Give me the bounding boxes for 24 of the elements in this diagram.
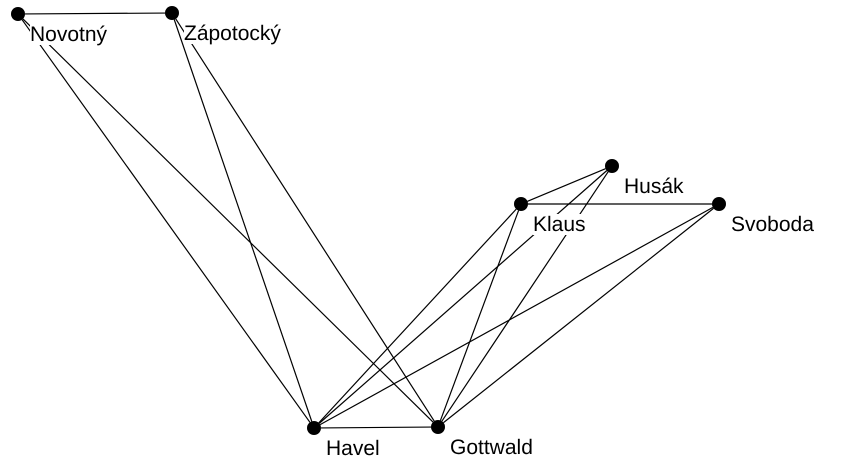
vertex-label: Klaus — [533, 214, 586, 235]
vertex-dot — [712, 197, 726, 211]
connector-line — [320, 206, 714, 426]
connector-line — [528, 203, 712, 205]
vertex-dot — [165, 6, 179, 20]
vertex-dot — [431, 420, 445, 434]
connector-line — [441, 172, 609, 422]
connector-line — [527, 168, 606, 202]
connector-line — [318, 208, 517, 424]
connector-line — [22, 18, 434, 423]
vertex-dot — [307, 421, 321, 435]
connector-line — [22, 19, 310, 423]
connector-line — [443, 208, 714, 424]
connector-line — [174, 19, 312, 422]
connector-line — [25, 12, 165, 15]
vertex-dot — [605, 159, 619, 173]
vertex-dot — [11, 7, 25, 21]
connector-line — [440, 210, 520, 421]
vertex-dot — [514, 197, 528, 211]
vertex-label: Novotný — [30, 24, 108, 45]
connector-line — [318, 170, 608, 424]
connector-line — [175, 18, 435, 422]
vertex-label: Zápotocký — [184, 23, 281, 44]
connector-line — [321, 426, 431, 429]
